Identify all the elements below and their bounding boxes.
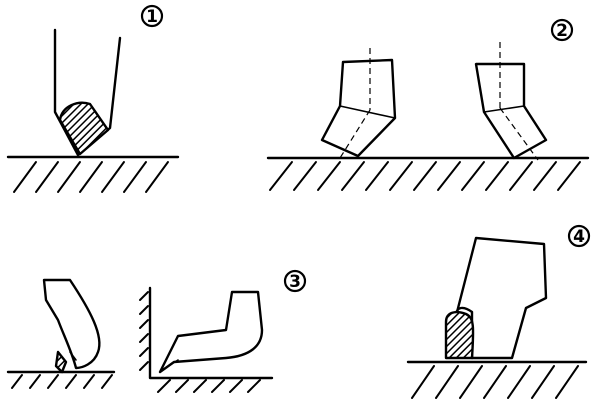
figure-4: 4 — [406, 224, 591, 399]
bent-tool-3b — [158, 290, 264, 374]
figure-number-4: 4 — [573, 227, 585, 247]
bent-tool-2b — [474, 42, 548, 161]
gooseneck-tool-3a — [42, 278, 101, 374]
carbide-tip-4 — [444, 310, 475, 360]
workpiece-corner-3b — [139, 286, 274, 393]
chip-3a — [54, 350, 68, 374]
label-3: 3 — [283, 269, 307, 293]
figure-2: 2 — [266, 18, 590, 191]
figure-number-2: 2 — [556, 21, 568, 41]
cutting-tool-4 — [444, 236, 548, 360]
workpiece-surface-3a — [6, 370, 116, 389]
figure-number-3: 3 — [289, 272, 301, 292]
figure-1: 1 — [6, 4, 180, 193]
workpiece-surface-2 — [266, 156, 590, 191]
workpiece-surface-1 — [6, 155, 180, 193]
label-2: 2 — [550, 18, 574, 42]
bent-tool-2a — [320, 48, 397, 159]
figure-3: 3 — [6, 269, 307, 393]
label-1: 1 — [140, 4, 164, 28]
workpiece-surface-4 — [406, 360, 588, 399]
carbide-tip-1 — [58, 101, 110, 156]
cutting-tool-1 — [53, 28, 122, 157]
figure-number-1: 1 — [146, 7, 158, 27]
label-4: 4 — [567, 224, 591, 248]
